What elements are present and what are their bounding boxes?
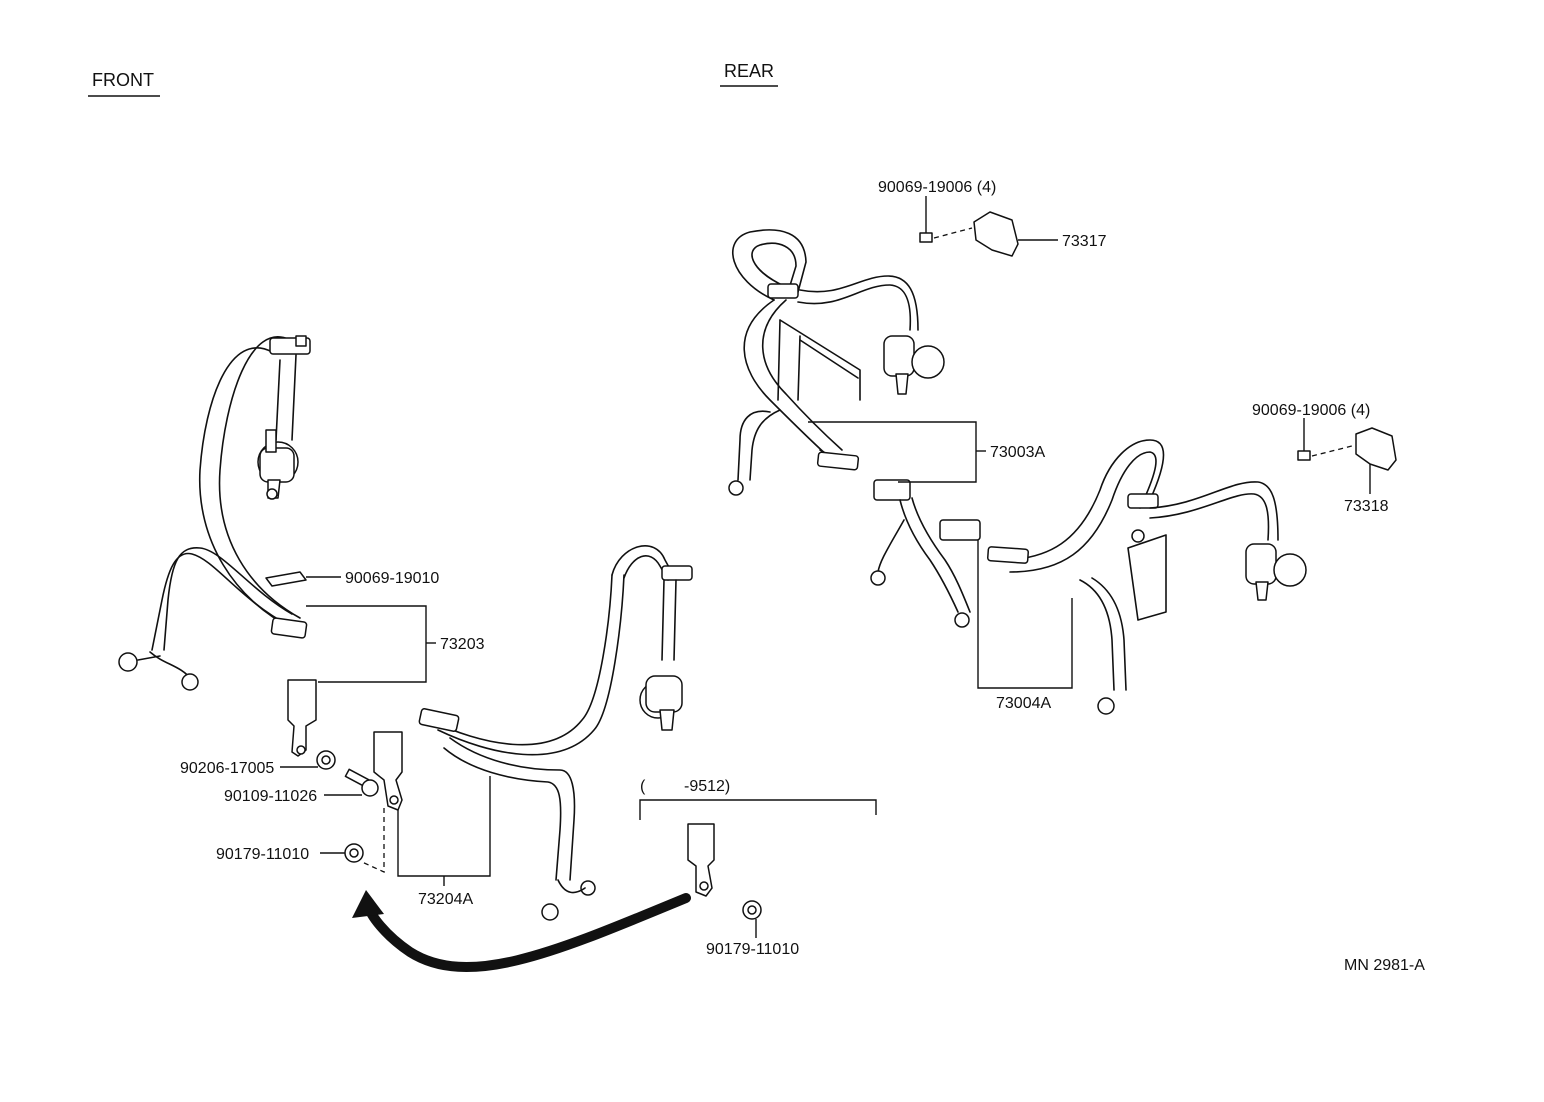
front-inner-belt-assembly (373, 545, 693, 921)
rear-heading: REAR (720, 61, 778, 87)
variant-open-paren: ( (640, 778, 646, 795)
rear-label: REAR (724, 61, 774, 81)
callout-73318: 73318 (1344, 498, 1389, 515)
cover-73317 (919, 211, 1019, 257)
belt-label-plate-90069-19010 (265, 571, 307, 587)
callout-73204a: 73204A (418, 891, 473, 908)
rear-center-buckle-73004a (870, 479, 981, 628)
callout-90069-19006-top: 90069-19006 (4) (878, 179, 996, 196)
callout-90109-11026: 90109-11026 (224, 788, 317, 805)
callout-90206-17005: 90206-17005 (180, 760, 274, 777)
front-heading: FRONT (88, 70, 160, 97)
callout-90179-11010-bottom: 90179-11010 (706, 941, 799, 958)
callout-90069-19006-right: 90069-19006 (4) (1252, 402, 1370, 419)
leader-lines (280, 196, 1371, 938)
variant-range: -9512) (684, 778, 730, 795)
callout-90179-11010-left: 90179-11010 (216, 846, 309, 863)
callout-73317: 73317 (1062, 233, 1107, 250)
cover-73318 (1297, 427, 1397, 471)
rear-right-belt-assembly (987, 439, 1307, 715)
rear-outer-belt-assembly-73003a (728, 229, 945, 496)
callout-73203: 73203 (440, 636, 485, 653)
bolt-90109-11026 (344, 768, 379, 797)
front-outer-belt-assembly (118, 335, 317, 757)
diagram-code: MN 2981-A (1344, 957, 1425, 974)
callout-90069-19010: 90069-19010 (345, 570, 439, 587)
bolt-90179-11010-front (344, 843, 364, 863)
callout-73004a: 73004A (996, 695, 1051, 712)
front-label: FRONT (92, 70, 154, 90)
replacement-arrow (352, 890, 691, 973)
alternate-buckle-assembly (687, 823, 762, 920)
callout-73003a: 73003A (990, 444, 1045, 461)
nut-90206-17005 (316, 750, 336, 770)
